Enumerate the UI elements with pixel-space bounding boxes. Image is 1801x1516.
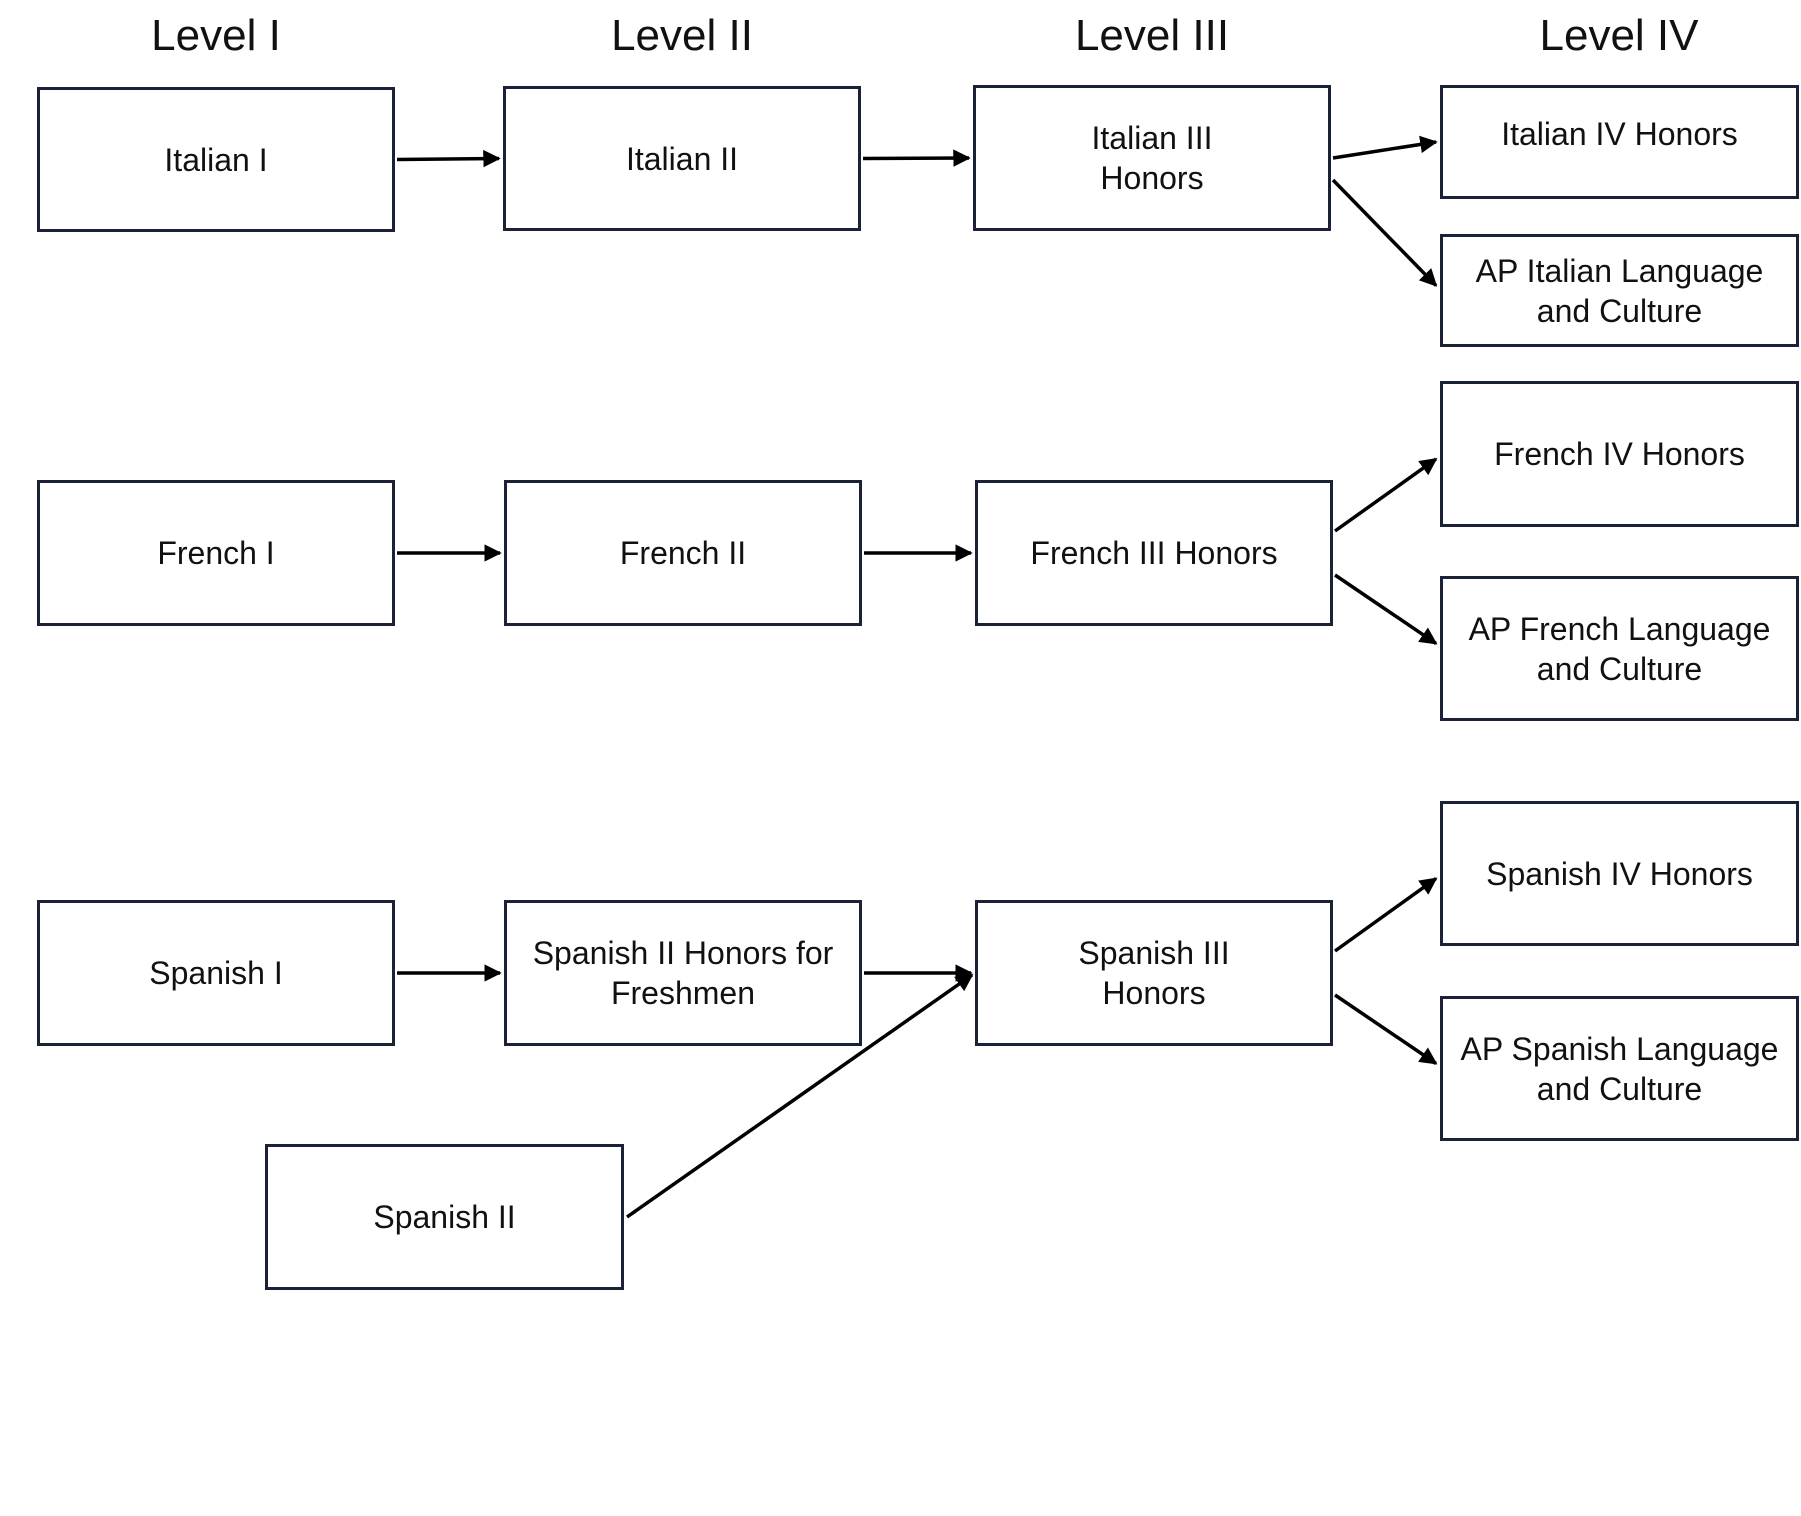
course-box-french-2: French II [504, 480, 862, 626]
course-label: Spanish II Honors for Freshmen [532, 935, 834, 1011]
course-label: French III Honors [1030, 535, 1278, 571]
course-box-italian-1: Italian I [37, 87, 395, 232]
course-label: AP Italian Language and Culture [1475, 252, 1764, 329]
course-label: Italian IV Honors [1501, 116, 1738, 152]
course-box-italian-3-honors: Italian III Honors [973, 85, 1331, 231]
level-header-3: Level III [1074, 11, 1230, 60]
course-label: French IV Honors [1494, 436, 1745, 472]
course-box-spanish-4-honors: Spanish IV Honors [1440, 801, 1799, 946]
arrow-spanish_3-to-spanish_4 [1333, 877, 1438, 953]
course-box-french-1: French I [37, 480, 395, 626]
course-box-ap-italian: AP Italian Language and Culture [1440, 234, 1799, 347]
arrow-italian_3-to-italian_4 [1332, 135, 1438, 160]
course-box-spanish-1: Spanish I [37, 900, 395, 1046]
course-box-spanish-3-honors: Spanish III Honors [975, 900, 1333, 1046]
arrow-italian_1-to-italian_2 [396, 149, 501, 168]
course-label: Spanish III Honors [1078, 935, 1230, 1011]
course-label: AP Spanish Language and Culture [1460, 1030, 1779, 1107]
course-label: Italian II [625, 140, 739, 177]
course-box-ap-spanish: AP Spanish Language and Culture [1440, 996, 1799, 1141]
course-label: Spanish II [373, 1199, 516, 1235]
arrow-french_3-to-ap_french [1334, 573, 1438, 645]
edge-group [396, 135, 1438, 1219]
course-box-spanish-2: Spanish II [265, 1144, 624, 1290]
course-label: Italian I [164, 141, 268, 178]
course-label: Italian III Honors [1091, 120, 1213, 196]
course-box-french-4-honors: French IV Honors [1440, 381, 1799, 527]
course-label: Spanish I [149, 955, 283, 991]
course-box-spanish-2-honors-freshmen: Spanish II Honors for Freshmen [504, 900, 862, 1046]
course-box-ap-french: AP French Language and Culture [1440, 576, 1799, 721]
course-label: AP French Language and Culture [1468, 610, 1771, 687]
course-label: French I [157, 535, 275, 571]
course-box-french-3-honors: French III Honors [975, 480, 1333, 626]
arrow-italian_2-to-italian_3 [862, 149, 971, 167]
arrow-italian_3-to-ap_italian [1331, 178, 1438, 287]
course-label: Spanish IV Honors [1486, 855, 1753, 892]
arrow-french_3-to-french_4 [1333, 457, 1438, 533]
level-header-4: Level IV [1539, 11, 1699, 60]
course-box-italian-4-honors: Italian IV Honors [1440, 85, 1799, 199]
level-header-1: Level I [151, 11, 281, 60]
course-label: French II [619, 535, 747, 571]
level-header-2: Level II [611, 11, 753, 60]
arrow-spanish_2-to-spanish_3 [625, 973, 974, 1219]
arrow-spanish_3-to-ap_spanish [1334, 993, 1438, 1065]
course-box-italian-2: Italian II [503, 86, 861, 231]
